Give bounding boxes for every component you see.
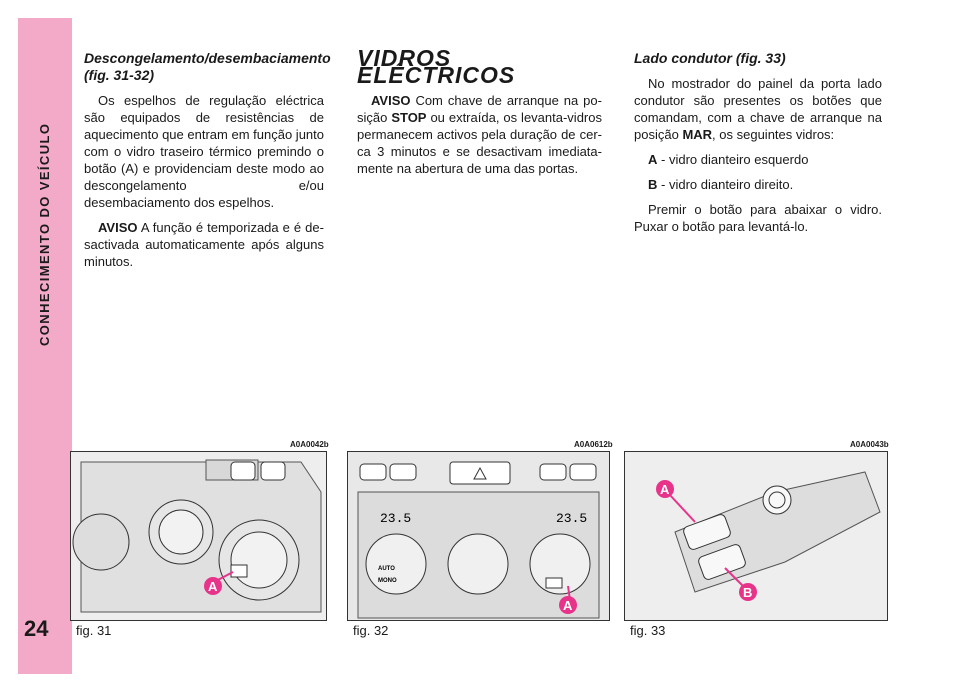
item-text: - vidro dianteiro direito. [661, 177, 794, 192]
figure-code: A0A0612b [574, 440, 613, 449]
figure-31-illustration: A [70, 451, 327, 621]
item-text: - vidro dianteiro esquerdo [661, 152, 809, 167]
aviso-label: AVISO [371, 93, 411, 108]
paragraph-driver: No mostrador do painel da porta lado con… [634, 75, 882, 143]
paragraph-text: No mostrador do painel da porta lado con… [634, 76, 882, 142]
aviso-text: Com chave de arranque na po­sição [357, 93, 602, 125]
dashboard-knobs-illustration: A [71, 452, 326, 620]
knob-label: MONO [378, 578, 397, 584]
item-key: B [648, 177, 658, 192]
callout-a [656, 480, 674, 498]
column-windows: VIDROS ELÉCTRICOS AVISO Com chave de arr… [357, 45, 602, 185]
right-temp-display: 23.5 [556, 511, 587, 526]
aviso-text: A função é temporizada e é de­sactivada … [84, 220, 324, 269]
section-heading-windows: VIDROS ELÉCTRICOS [357, 45, 516, 88]
climate-panel-illustration: 23.5 23.5 AUTO MONO A [348, 452, 609, 620]
callout-b-label: B [743, 585, 752, 600]
figure-code: A0A0042b [290, 440, 329, 449]
figure-32-illustration: 23.5 23.5 AUTO MONO A [347, 451, 610, 621]
figure-caption: fig. 32 [353, 623, 389, 638]
door-switch-panel-illustration: A B [625, 452, 887, 620]
sidebar-band: CONHECIMENTO DO VEÍCULO 24 [18, 18, 72, 674]
figure-33-illustration: A B [624, 451, 888, 621]
item-key: A [648, 152, 658, 167]
callout-a-label: A [208, 579, 218, 594]
aviso-text: ou extraída, os levanta-vidros permanece… [357, 110, 602, 176]
section-heading-driver: Lado condutor (fig. 33) [634, 50, 786, 66]
mar-keyword: MAR [682, 127, 713, 142]
column-defrost: Descongelamento/desembaciamento (fig. 31… [84, 50, 331, 278]
paragraph-text: , os seguintes vidros: [712, 127, 835, 142]
list-item-b: B - vidro dianteiro direito. [634, 176, 882, 193]
sidebar-title: CONHECIMENTO DO VEÍCULO [37, 122, 52, 346]
paragraph-driver-2: Premir o botão para abaixar o vidro. Pux… [634, 202, 882, 234]
figure-caption: fig. 33 [630, 623, 666, 638]
left-temp-display: 23.5 [380, 511, 411, 526]
callout-b [739, 583, 757, 601]
figure-code: A0A0043b [850, 440, 889, 449]
callout-a-label: A [563, 598, 573, 613]
callout-a-label: A [660, 482, 670, 497]
callout-a [204, 577, 222, 595]
paragraph-defrost: Os espelhos de regulação eléctrica são e… [84, 93, 324, 210]
knob-label: AUTO [378, 566, 395, 572]
column-driver-side: Lado condutor (fig. 33) No mostrador do … [634, 50, 882, 243]
aviso-label: AVISO [98, 220, 138, 235]
figure-caption: fig. 31 [76, 623, 112, 638]
page-number: 24 [24, 616, 49, 641]
list-item-a: A - vidro dianteiro esquerdo [634, 151, 882, 168]
stop-keyword: STOP [391, 110, 427, 125]
section-heading-defrost: Descongelamento/desembaciamento (fig. 31… [84, 50, 331, 83]
aviso-windows: AVISO Com chave de arranque na po­sição … [357, 92, 602, 177]
callout-a [559, 596, 577, 614]
aviso-defrost: AVISO A função é temporizada e é de­sact… [84, 219, 324, 270]
